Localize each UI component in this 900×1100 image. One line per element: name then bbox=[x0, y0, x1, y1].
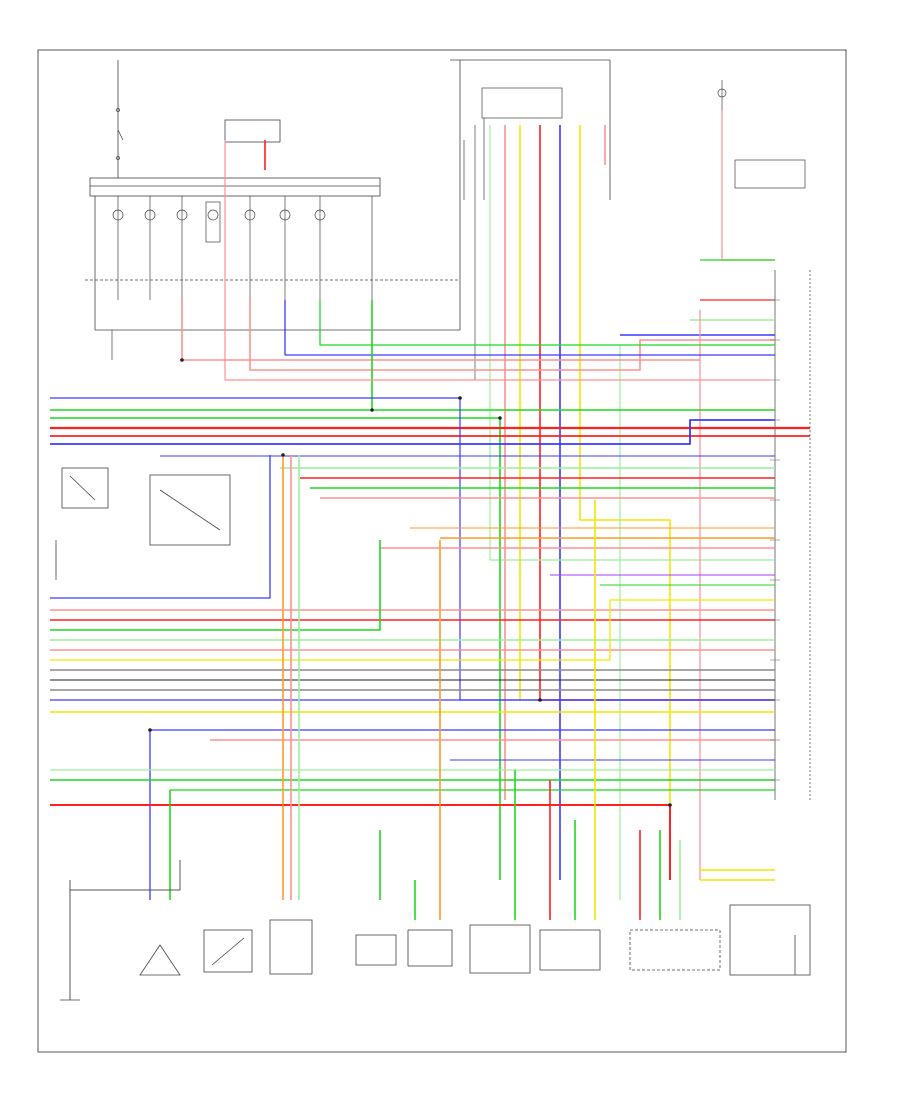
splice-points bbox=[148, 358, 672, 807]
fuse-row bbox=[111, 196, 373, 360]
connector-top-right bbox=[463, 80, 806, 200]
fuse-block-top-left bbox=[85, 59, 611, 331]
wire-harness bbox=[50, 110, 810, 1000]
sensor-row bbox=[60, 904, 811, 1001]
ecm-pin-marks bbox=[770, 299, 780, 781]
left-components bbox=[55, 467, 231, 580]
diagram-frame bbox=[37, 49, 847, 1053]
ecm-connector bbox=[774, 270, 811, 800]
